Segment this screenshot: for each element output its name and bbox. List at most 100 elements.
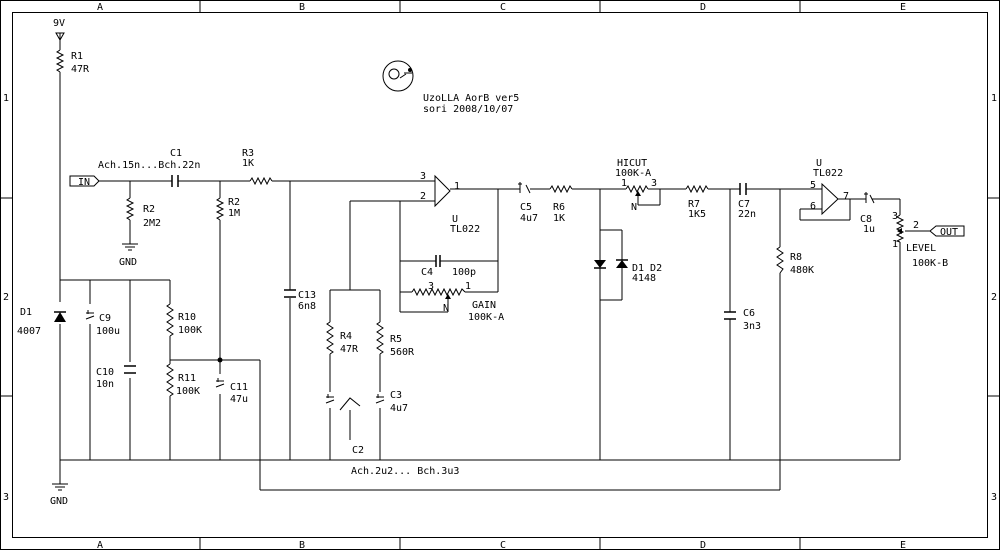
c8-ref: C8	[860, 214, 872, 225]
opamp-u2	[821, 182, 839, 216]
c11-value: 47u	[230, 394, 248, 405]
hicut-pin-3: 3	[651, 178, 657, 189]
u2-pin-in-plus: 5	[810, 180, 816, 191]
row-label-1-right: 1	[991, 93, 997, 104]
col-label-b-bottom: B	[299, 540, 305, 550]
capacitor-c7	[739, 183, 747, 195]
supply-label: 9V	[53, 18, 65, 29]
c5-value: 4u7	[520, 213, 538, 224]
r2b-ref: R2	[228, 197, 240, 208]
resistor-r4	[326, 321, 334, 355]
gain-pin-1: 1	[465, 281, 471, 292]
r2a-value: 2M2	[143, 218, 161, 229]
wires	[52, 40, 930, 491]
capacitor-c9	[85, 310, 95, 320]
d1-ref: D1	[20, 307, 32, 318]
ground-label-bottom: GND	[50, 496, 68, 507]
level-pin-1: 1	[892, 239, 898, 250]
c3-value: 4u7	[390, 403, 408, 414]
resistor-r2-input	[125, 197, 135, 221]
row-label-1-left: 1	[3, 93, 9, 104]
c7-ref: C7	[738, 199, 750, 210]
r7-ref: R7	[688, 199, 700, 210]
capacitor-c6	[724, 311, 736, 320]
c10-ref: C10	[96, 367, 114, 378]
hicut-value: 100K-A	[615, 168, 651, 179]
d12-ref: D1 D2	[632, 263, 662, 274]
r4-value: 47R	[340, 344, 359, 355]
c11-ref: C11	[230, 382, 248, 393]
potentiometer-gain	[411, 287, 466, 306]
r1-ref: R1	[71, 51, 83, 62]
c6-value: 3n3	[743, 321, 761, 332]
r11-value: 100K	[176, 386, 200, 397]
r2a-ref: R2	[143, 204, 155, 215]
schematic-author-date: sori 2008/10/07	[423, 104, 513, 115]
r3-ref: R3	[242, 148, 254, 159]
c6-ref: C6	[743, 308, 755, 319]
ground-label-top: GND	[119, 257, 137, 268]
capacitor-c10	[124, 365, 136, 374]
potentiometer-hicut	[625, 184, 649, 196]
hicut-pin-n: N	[631, 202, 637, 213]
col-label-e-top: E	[900, 2, 906, 13]
resistor-r3	[249, 176, 273, 186]
resistor-r7	[685, 184, 709, 194]
resistor-r2-bias	[215, 197, 225, 221]
u1-pin-in-plus: 3	[420, 171, 426, 182]
inner-frame	[12, 12, 988, 538]
capacitor-c1	[171, 175, 179, 187]
level-ref: LEVEL	[906, 243, 936, 254]
c10-value: 10n	[96, 379, 114, 390]
level-value: 100K-B	[912, 258, 948, 269]
u1-pin-in-minus: 2	[420, 191, 426, 202]
gain-value: 100K-A	[468, 312, 504, 323]
col-label-a-bottom: A	[97, 540, 103, 550]
gain-pin-3: 3	[428, 281, 434, 292]
r5-value: 560R	[390, 347, 415, 358]
u2-value: TL022	[813, 168, 843, 179]
opamp-u1	[434, 174, 451, 208]
c9-ref: C9	[99, 313, 111, 324]
u2-ref: U	[816, 158, 822, 169]
logo-icon	[382, 60, 414, 92]
resistor-r10	[166, 303, 174, 337]
col-label-d-top: D	[700, 2, 706, 13]
r10-ref: R10	[178, 312, 196, 323]
gain-pin-n: N	[443, 303, 449, 314]
c4-value: 100p	[452, 267, 476, 278]
c1-value: Ach.15n...Bch.22n	[98, 160, 200, 171]
input-port-label: IN	[78, 177, 90, 188]
gain-ref: GAIN	[472, 300, 496, 311]
u1-pin-out: 1	[454, 181, 460, 192]
r4-ref: R4	[340, 331, 352, 342]
r6-value: 1K	[553, 213, 565, 224]
capacitor-c3	[375, 394, 385, 404]
col-label-c-top: C	[500, 2, 506, 13]
d1-value: 4007	[17, 326, 41, 337]
row-label-3-right: 3	[991, 492, 997, 503]
junction-dots	[217, 357, 223, 363]
u2-pin-in-minus: 6	[810, 201, 816, 212]
hicut-ref: HICUT	[617, 158, 647, 169]
c2-ref: C2	[352, 445, 364, 456]
r6-ref: R6	[553, 202, 565, 213]
capacitor-c11	[215, 378, 225, 388]
row-label-2-left: 2	[3, 292, 9, 303]
hicut-pin-1: 1	[621, 178, 627, 189]
output-port-label: OUT	[940, 227, 958, 238]
r11-ref: R11	[178, 373, 196, 384]
col-label-b-top: B	[299, 2, 305, 13]
c7-value: 22n	[738, 209, 756, 220]
r8-value: 480K	[790, 265, 814, 276]
u2-pin-out: 7	[843, 191, 849, 202]
r10-value: 100K	[178, 325, 202, 336]
diode-d2-clip	[616, 259, 628, 268]
r7-value: 1K5	[688, 209, 706, 220]
level-pin-3: 3	[892, 211, 898, 222]
c13-ref: C13	[298, 290, 316, 301]
input-port	[69, 175, 100, 187]
diode-d1-clip	[594, 260, 606, 269]
